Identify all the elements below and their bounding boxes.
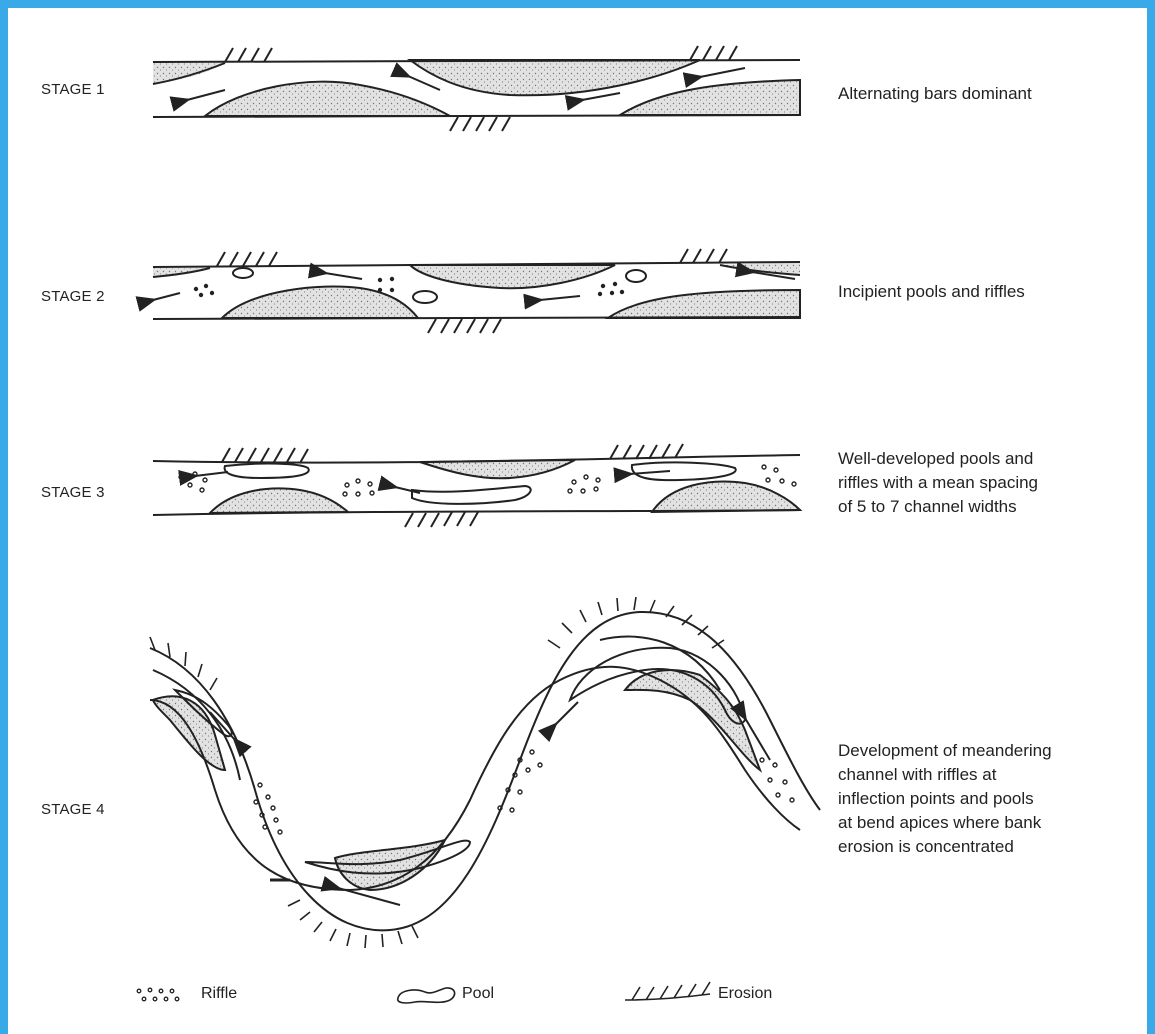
flow-arrow bbox=[325, 273, 362, 279]
stage-4-bar bbox=[625, 670, 760, 770]
stage-1-description-line: Alternating bars dominant bbox=[838, 82, 1032, 106]
pool-shape bbox=[632, 462, 736, 480]
stage-2-bar bbox=[222, 287, 418, 318]
stage-1-left-bank bbox=[153, 60, 800, 62]
stage-4-description-line: erosion is concentrated bbox=[838, 835, 1052, 859]
flow-arrow bbox=[408, 76, 440, 90]
stage-3-label: STAGE 3 bbox=[41, 484, 105, 501]
riffle-dots bbox=[254, 750, 794, 834]
flow-arrow bbox=[630, 471, 670, 474]
legend-erosion-symbol bbox=[625, 982, 710, 1000]
stage-4-bar bbox=[153, 696, 225, 770]
stage-3-description-line: of 5 to 7 channel widths bbox=[838, 495, 1038, 519]
stage-1-label: STAGE 1 bbox=[41, 81, 105, 98]
stage-2-channel bbox=[153, 249, 800, 333]
stage-3-description: Well-developed pools and riffles with a … bbox=[838, 447, 1038, 519]
stage-1-bar bbox=[205, 82, 450, 116]
stage-4-description-line: inflection points and pools bbox=[838, 787, 1052, 811]
stage-3-bar bbox=[652, 482, 800, 512]
stage-3-channel bbox=[153, 444, 800, 527]
stage-3-description-line: Well-developed pools and bbox=[838, 447, 1038, 471]
flow-arrow bbox=[555, 702, 578, 725]
legend-pool-label: Pool bbox=[462, 985, 494, 1003]
stage-2-bar bbox=[608, 290, 800, 318]
stage-2-description: Incipient pools and riffles bbox=[838, 280, 1025, 304]
stage-4-description-line: Development of meandering bbox=[838, 739, 1052, 763]
stage-1-bar bbox=[620, 80, 800, 115]
stage-4-label: STAGE 4 bbox=[41, 801, 105, 818]
pool-shape bbox=[413, 291, 437, 303]
flow-arrow bbox=[582, 93, 620, 100]
stage-3-bar bbox=[420, 460, 575, 478]
stage-3-description-line: riffles with a mean spacing bbox=[838, 471, 1038, 495]
pool-shape bbox=[412, 486, 531, 504]
stage-4-channel bbox=[150, 597, 820, 948]
stage-1-channel bbox=[153, 46, 800, 131]
stage-4-left-bank bbox=[150, 612, 820, 930]
stage-2-bar bbox=[410, 265, 615, 288]
pool-shape bbox=[233, 268, 253, 278]
stage-3-erosion bbox=[222, 444, 683, 527]
stage-1-description: Alternating bars dominant bbox=[838, 82, 1032, 106]
stage-2-description-line: Incipient pools and riffles bbox=[838, 280, 1025, 304]
stage-2-label: STAGE 2 bbox=[41, 288, 105, 305]
pool-shape bbox=[225, 464, 309, 478]
stage-4-description: Development of meandering channel with r… bbox=[838, 739, 1052, 859]
stage-4-description-line: channel with riffles at bbox=[838, 763, 1052, 787]
flow-arrow bbox=[700, 68, 745, 77]
flow-arrow bbox=[187, 90, 225, 100]
legend-riffle-symbol bbox=[137, 988, 179, 1001]
stage-3-bar bbox=[210, 488, 348, 513]
legend-erosion-label: Erosion bbox=[718, 985, 772, 1003]
stage-1-bar bbox=[410, 60, 700, 95]
flow-arrow bbox=[540, 296, 580, 300]
legend-pool-symbol bbox=[398, 988, 455, 1003]
flow-arrow bbox=[195, 472, 228, 476]
legend-riffle-label: Riffle bbox=[201, 985, 237, 1003]
flow-arrow bbox=[153, 293, 180, 300]
pool-shape bbox=[626, 270, 646, 282]
stage-4-description-line: at bend apices where bank bbox=[838, 811, 1052, 835]
